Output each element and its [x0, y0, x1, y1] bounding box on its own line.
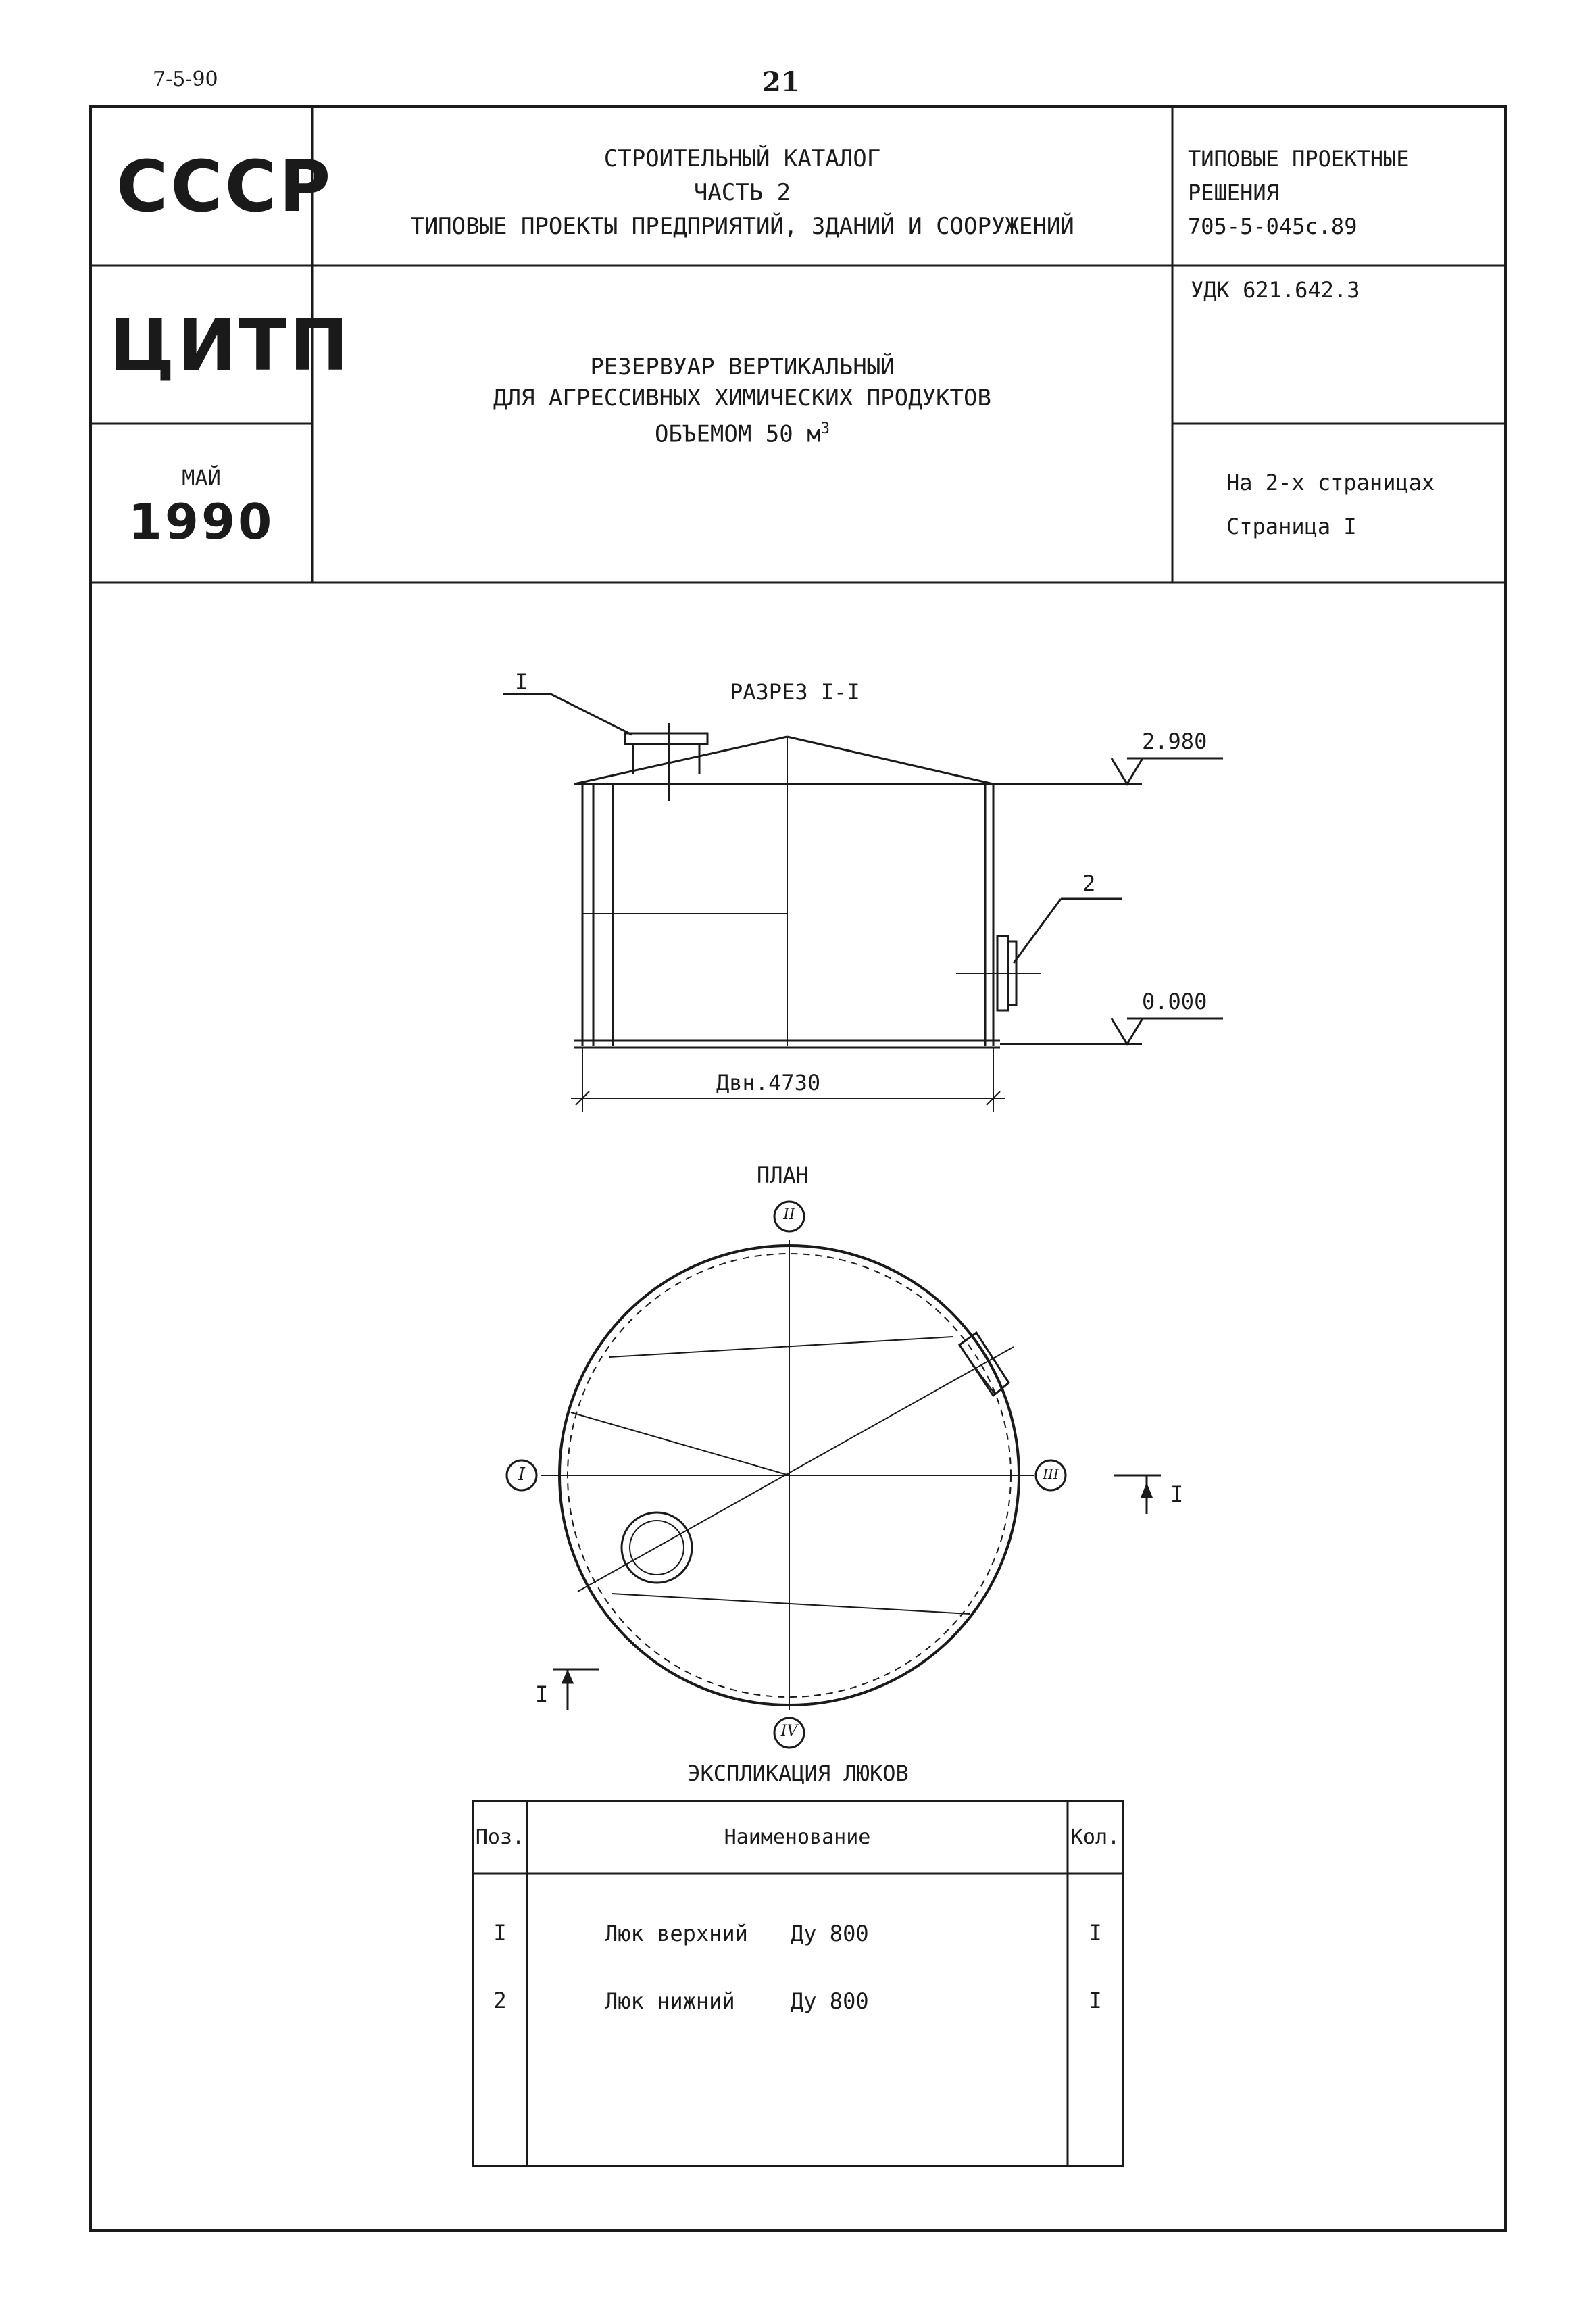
title-volume-sup: 3 — [820, 420, 830, 437]
callout-1: I — [515, 669, 528, 695]
explication-grid — [472, 1800, 1124, 2167]
series-block: ТИПОВЫЕ ПРОЕКТНЫЕ РЕШЕНИЯ 705-5-045с.89 — [1188, 142, 1410, 243]
catalog-block: СТРОИТЕЛЬНЫЙ КАТАЛОГ ЧАСТЬ 2 ТИПОВЫЕ ПРО… — [312, 142, 1172, 243]
section-title: РАЗРЕЗ I-I — [730, 679, 860, 705]
col-header-qty: Кол. — [1070, 1825, 1120, 1849]
table-row-1-du: Ду 800 — [791, 1921, 869, 1946]
table-row-2-name: Люк нижний — [605, 1988, 735, 2014]
org-citp: ЦИТП — [109, 304, 351, 387]
cut-label-right: I — [1170, 1481, 1184, 1507]
series-code: 705-5-045с.89 — [1188, 214, 1357, 239]
page-info: Страница I — [1226, 514, 1357, 539]
series-line-1: ТИПОВЫЕ ПРОЕКТНЫЕ — [1188, 146, 1410, 172]
sheet-frame — [89, 105, 1507, 2232]
table-row-1-qty: I — [1089, 1920, 1102, 1946]
table-row-1-pos: I — [493, 1920, 507, 1946]
catalog-line-2: ЧАСТЬ 2 — [693, 179, 791, 206]
title-line-1: РЕЗЕРВУАР ВЕРТИКАЛЬНЫЙ — [590, 353, 895, 380]
explication-title: ЭКСПЛИКАЦИЯ ЛЮКОВ — [687, 1761, 909, 1786]
date-month: МАЙ — [182, 465, 221, 491]
col-header-name: Наименование — [724, 1825, 871, 1849]
tank-plan — [505, 1200, 1161, 1749]
axis-label-top: II — [783, 1206, 795, 1223]
document-title: РЕЗЕРВУАР ВЕРТИКАЛЬНЫЙ ДЛЯ АГРЕССИВНЫХ Х… — [312, 351, 1172, 449]
title-volume: ОБЪЕМОМ 50 м — [655, 420, 821, 448]
catalog-line-1: СТРОИТЕЛЬНЫЙ КАТАЛОГ — [603, 145, 881, 172]
level-bottom: 0.000 — [1142, 989, 1207, 1014]
page-code: 7-5-90 — [153, 68, 218, 91]
axis-label-right: III — [1043, 1466, 1059, 1482]
series-line-2: РЕШЕНИЯ — [1188, 180, 1279, 205]
level-top: 2.980 — [1142, 729, 1207, 754]
title-line-3: ОБЪЕМОМ 50 м3 — [312, 414, 1172, 449]
org-ussr: СССР — [116, 145, 334, 228]
table-row-2-du: Ду 800 — [791, 1988, 869, 2014]
plan-title: ПЛАН — [757, 1162, 809, 1188]
diameter-label: Двн.4730 — [716, 1070, 821, 1096]
date-year: 1990 — [128, 493, 275, 550]
table-row-2-qty: I — [1089, 1988, 1102, 2013]
table-row-2-pos: 2 — [493, 1988, 507, 2013]
udk-code: УДК 621.642.3 — [1191, 277, 1360, 303]
catalog-line-3: ТИПОВЫЕ ПРОЕКТЫ ПРЕДПРИЯТИЙ, ЗДАНИЙ И СО… — [410, 213, 1074, 240]
axis-label-left: I — [518, 1464, 526, 1485]
table-row-1-name: Люк верхний — [605, 1921, 748, 1946]
col-header-pos: Поз. — [475, 1825, 525, 1849]
page-number: 21 — [762, 66, 800, 98]
tank-section — [503, 693, 1223, 1112]
callout-2: 2 — [1082, 870, 1096, 896]
axis-label-bottom: IV — [780, 1723, 798, 1740]
title-line-2: ДЛЯ АГРЕССИВНЫХ ХИМИЧЕСКИХ ПРОДУКТОВ — [493, 385, 991, 412]
cut-label-left: I — [535, 1681, 549, 1707]
pages-info: На 2-х страницах — [1226, 470, 1435, 495]
